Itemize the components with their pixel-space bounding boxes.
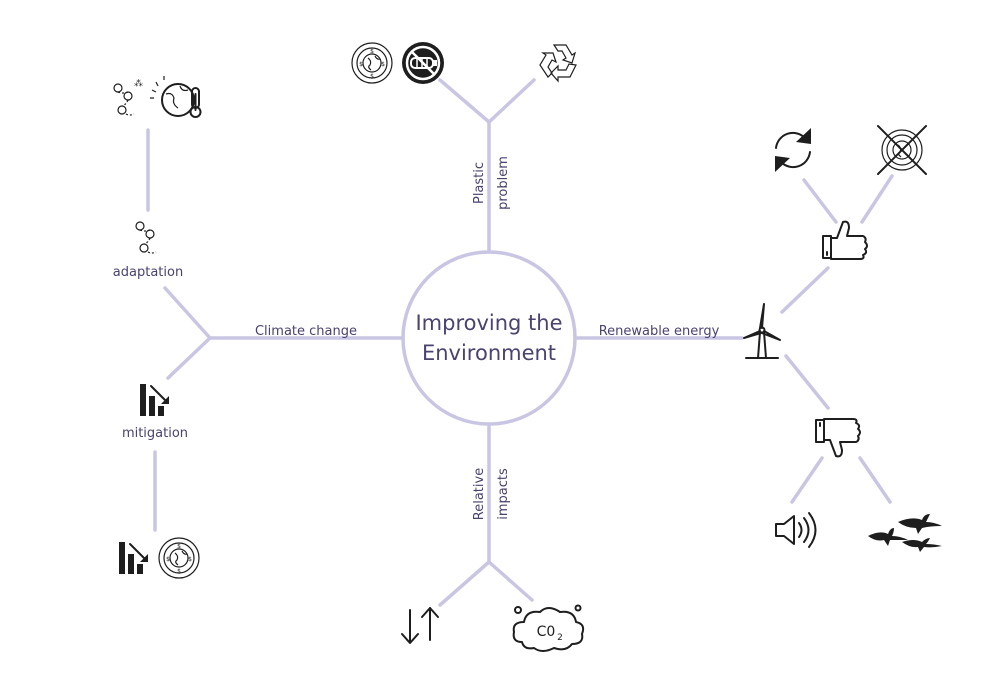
svg-text:$: $ [188, 556, 192, 563]
center-node [401, 250, 577, 426]
branch-relative-label-line2: impacts [496, 468, 511, 520]
speaker-icon [775, 512, 817, 548]
branch-lines [146, 78, 894, 607]
branch-plastic-label-line2: problem [496, 156, 511, 210]
thumbs-down-icon [815, 418, 861, 458]
svg-text:$: $ [370, 73, 374, 80]
no-plastic-bottle-icon [402, 42, 444, 84]
branch-up-left [802, 178, 838, 224]
branch-renewable-down [784, 354, 830, 410]
thumbs-up-icon [822, 220, 868, 260]
svg-text:$: $ [381, 61, 385, 68]
chart-decrease-icon [119, 542, 148, 574]
refresh-icon [775, 128, 811, 172]
branch-plastic-label-line1: Plastic [472, 162, 487, 204]
birds-icon [868, 514, 942, 552]
co2-cloud-icon: C0 2 [512, 604, 585, 652]
globe-icon: $ $ $ $ [351, 42, 393, 84]
svg-text:C0: C0 [537, 624, 556, 640]
center-title-line1: Improving the [415, 311, 562, 335]
location-pins-icon [135, 221, 157, 254]
svg-text:$: $ [359, 61, 363, 68]
svg-text:$: $ [370, 48, 374, 55]
branch-plastic-right [487, 78, 536, 124]
branch-relative-right [487, 560, 534, 602]
branch-renewable-up [780, 266, 830, 314]
chart-decrease-icon [140, 384, 169, 416]
crossed-globe-icon [877, 125, 927, 175]
hot-globe-thermometer-icon [150, 76, 202, 118]
branch-climate-down [166, 336, 212, 380]
svg-text:$: $ [177, 568, 181, 575]
branch-climate-up [163, 286, 212, 340]
svg-text:$: $ [166, 556, 170, 563]
svg-text:$: $ [177, 543, 181, 550]
svg-text:2: 2 [557, 633, 563, 643]
wind-turbine-icon [743, 303, 781, 359]
branch-climate-label: Climate change [255, 324, 357, 339]
svg-text:⁂: ⁂ [134, 78, 143, 89]
branch-plastic-left [438, 78, 491, 124]
branch-down-left [790, 456, 824, 504]
branch-up-right [860, 174, 894, 224]
up-down-arrows-icon [401, 607, 439, 644]
recycle-icon [539, 44, 577, 83]
mitigation-label: mitigation [122, 426, 188, 441]
adaptation-label: adaptation [113, 265, 183, 280]
location-pins-icon: ⁂ [113, 78, 143, 116]
globe-icon: $ $ $ $ [158, 537, 200, 579]
branch-down-right [858, 456, 892, 504]
branch-renewable-label: Renewable energy [599, 324, 720, 339]
center-title-line2: Environment [422, 341, 556, 365]
branch-relative-left [438, 560, 491, 607]
branch-relative-label-line1: Relative [472, 468, 487, 520]
